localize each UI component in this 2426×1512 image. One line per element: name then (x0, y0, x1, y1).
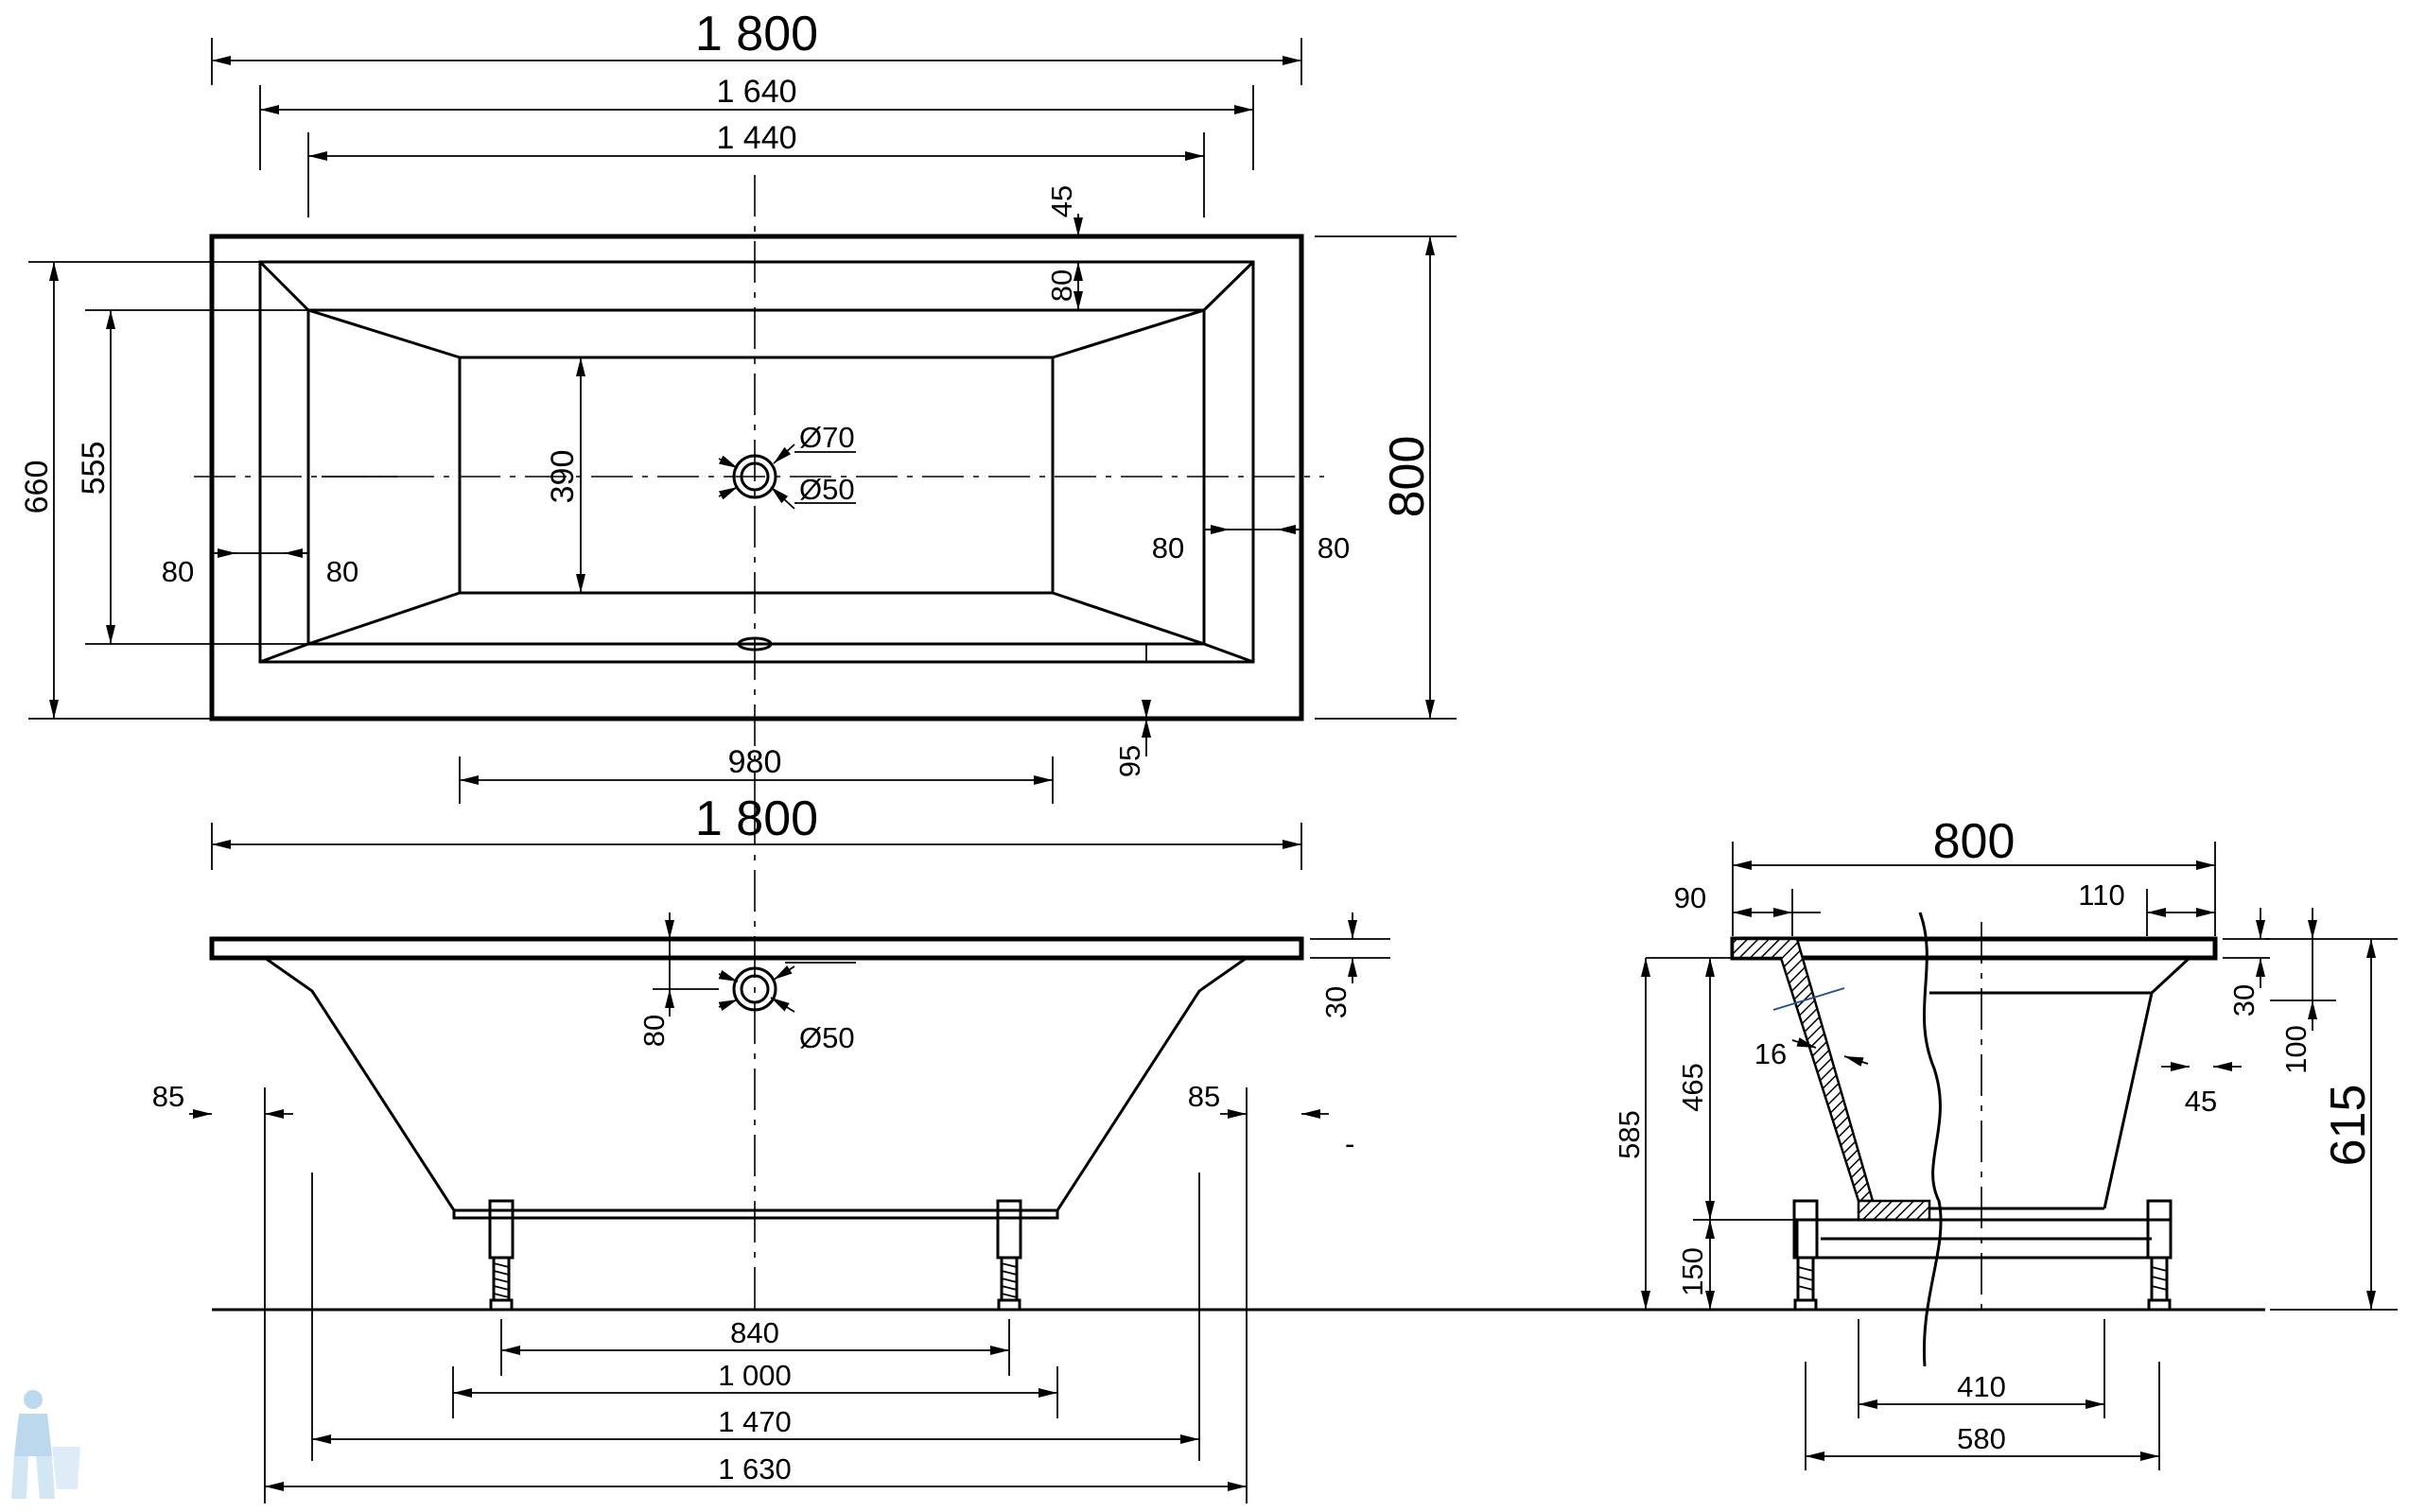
dim-top-rim-step: 80 (1045, 269, 1078, 302)
dim-side-legs-outer: 1 000 (718, 1359, 792, 1392)
label-drain-dia: Ø50 (799, 473, 855, 506)
dim-end-wall-thickness: 16 (1754, 1037, 1787, 1070)
top-outer-rim (209, 234, 1304, 721)
dim-side-right-offset: 85 (1188, 1080, 1220, 1113)
dim-top-left-rim-outer: 80 (162, 555, 194, 588)
dim-end-right-rim: 110 (2078, 878, 2124, 912)
plumber-logo (11, 1390, 80, 1499)
dim-top-bottom-width: 390 (545, 450, 581, 504)
label-overflow-dia: Ø70 (799, 421, 855, 454)
side-leg-left (488, 1199, 515, 1312)
side-body (264, 956, 1248, 1212)
dim-top-bottom-length: 980 (728, 744, 782, 780)
break-line (1918, 912, 1943, 1367)
dim-top-rim-bottom: 95 (1113, 745, 1146, 777)
end-leg-left (1792, 1199, 1819, 1312)
end-bottom-section (1857, 1199, 1931, 1222)
dim-end-frame-inner: 410 (1957, 1370, 2006, 1403)
top-overflow (737, 636, 773, 652)
dim-side-rim-thickness: 30 (1319, 986, 1353, 1018)
side-rim (209, 936, 1304, 961)
side-view: 1 800 30 80 Ø50 85 85 - 840 1 000 (152, 791, 2265, 1503)
top-inner-rim (258, 260, 1255, 664)
dim-top-right-rim-outer: 80 (1318, 531, 1350, 565)
dim-top-left-rim-inner: 80 (326, 555, 358, 588)
dim-end-frame-outer: 580 (1957, 1422, 2006, 1455)
dim-end-left-rim: 90 (1674, 881, 1706, 914)
dim-top-rim-top: 45 (1045, 185, 1078, 217)
dim-end-leg-height: 150 (1676, 1247, 1709, 1296)
dim-top-right-rim-inner: 80 (1152, 531, 1184, 565)
dim-top-inner-width: 555 (76, 442, 112, 495)
dim-top-overall-width: 800 (1380, 436, 1435, 518)
end-view: 800 90 110 30 100 16 45 465 150 585 (1613, 814, 2398, 1470)
dim-end-overall-height: 615 (2321, 1085, 2376, 1167)
dim-end-wall-offset: 45 (2185, 1085, 2217, 1118)
top-basin-bottom (458, 356, 1055, 595)
dim-end-rim-thickness: 30 (2227, 984, 2260, 1017)
label-side-drain-dia: Ø50 (799, 1021, 855, 1054)
dim-side-base-length: 1 630 (718, 1452, 792, 1486)
dim-side-overall-length: 1 800 (695, 791, 818, 846)
dim-end-overall-width: 800 (1933, 814, 2016, 869)
end-rim (1730, 936, 2218, 961)
end-leg-right (2146, 1199, 2173, 1312)
dim-end-rim-depth: 100 (2279, 1025, 2313, 1074)
top-drain (732, 454, 777, 499)
dim-top-rim-width: 660 (19, 461, 55, 514)
dim-end-depth-total: 585 (1613, 1110, 1646, 1159)
side-tick-mark: - (1345, 1127, 1354, 1160)
dim-side-drain-height: 80 (637, 1015, 671, 1047)
dim-end-depth-inner: 465 (1676, 1063, 1709, 1112)
dim-top-rim-length: 1 640 (716, 74, 796, 110)
dim-side-bottom-length: 1 470 (718, 1405, 792, 1438)
dim-side-legs-inner: 840 (730, 1316, 779, 1349)
top-view: 1 800 1 640 1 440 980 800 660 555 390 45 (19, 7, 1457, 804)
side-leg-right (996, 1199, 1022, 1312)
dim-top-overall-length: 1 800 (695, 7, 818, 61)
dim-side-left-offset: 85 (152, 1080, 184, 1113)
dim-top-inner-length: 1 440 (716, 120, 796, 156)
